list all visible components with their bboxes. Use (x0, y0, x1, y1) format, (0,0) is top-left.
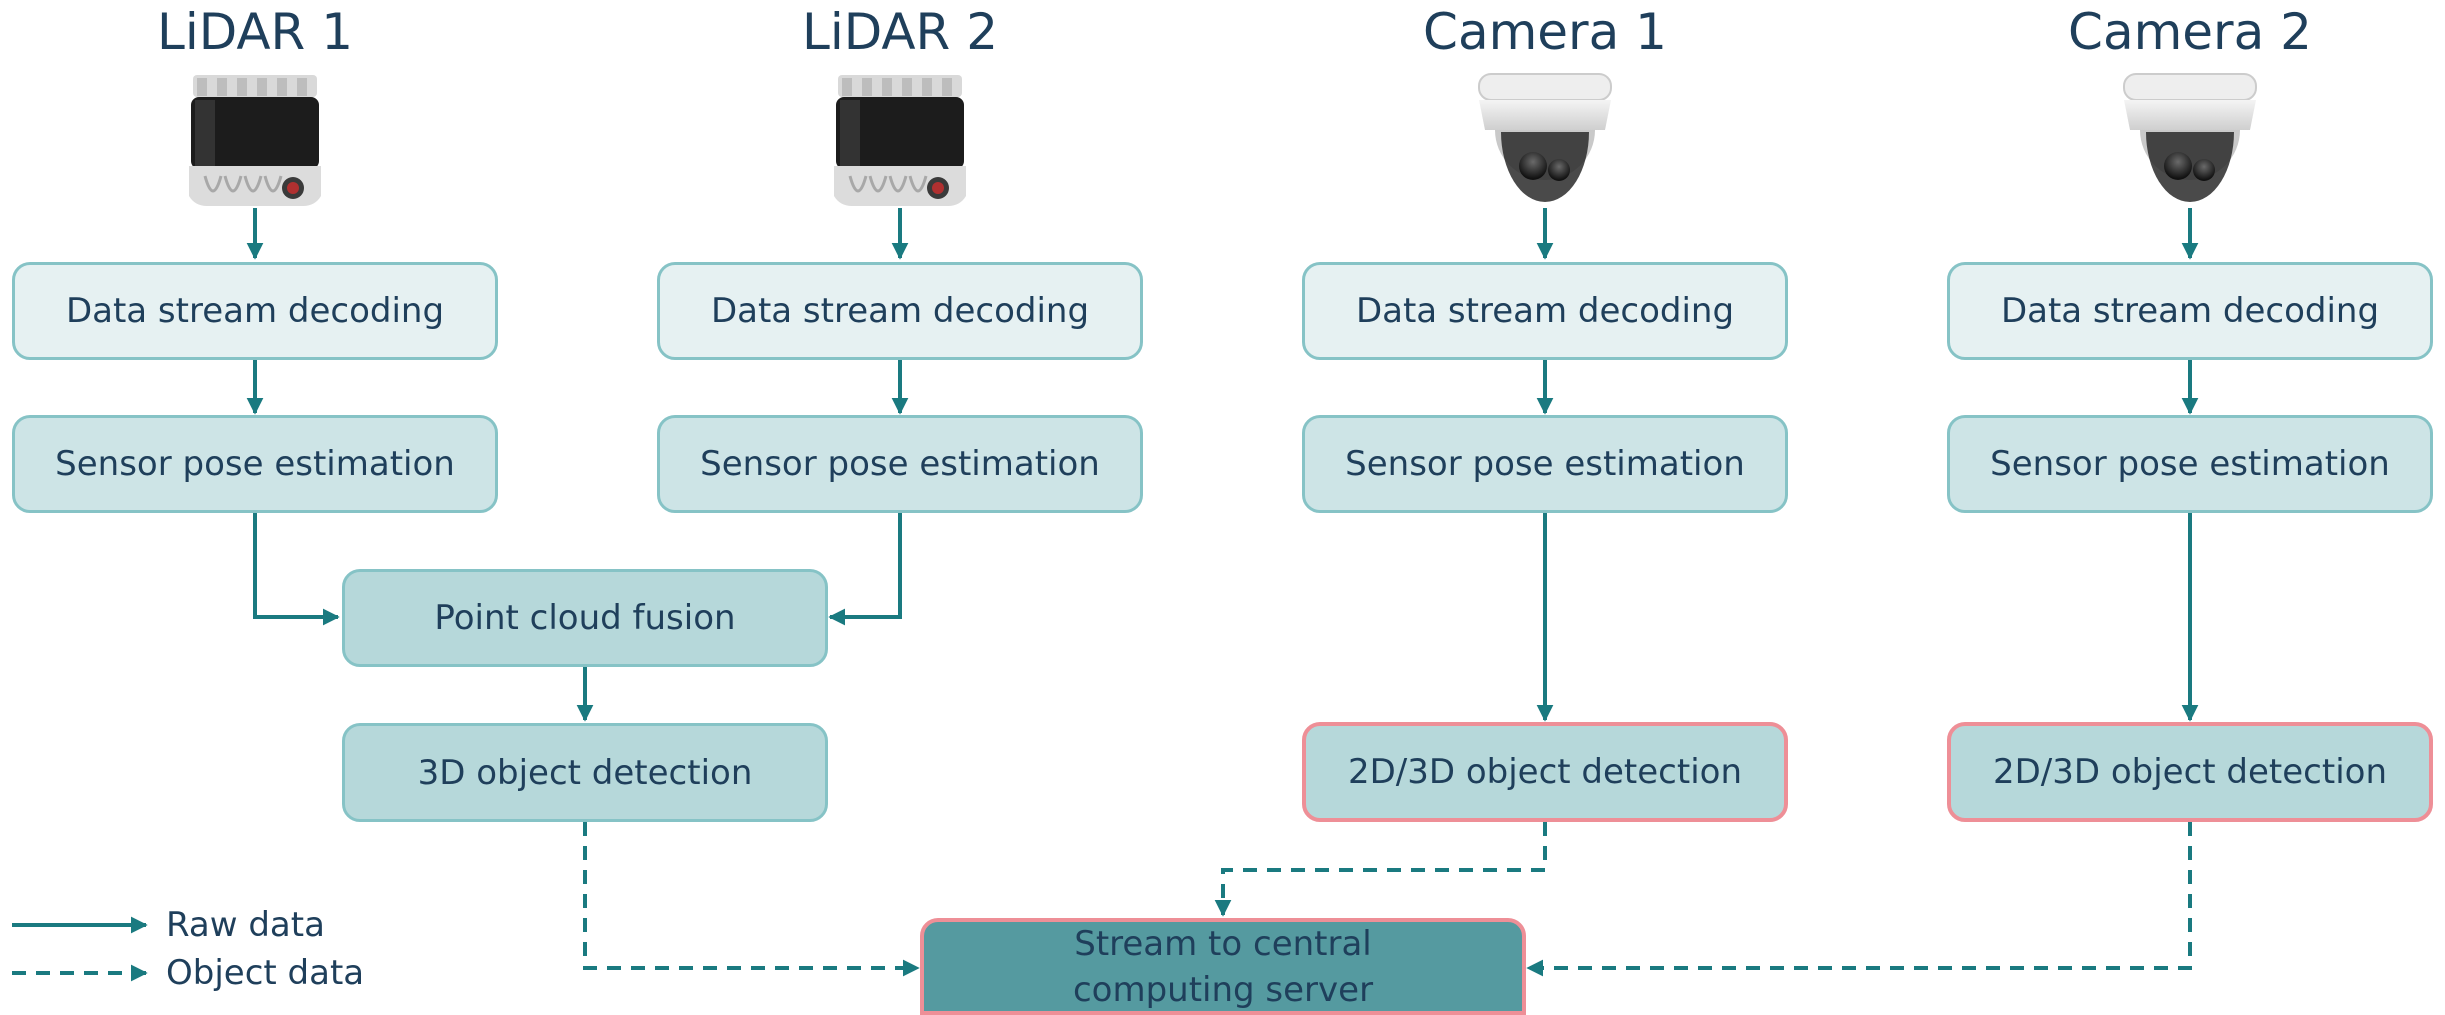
dome-camera-icon (2123, 73, 2257, 202)
decode-box-camera-2: Data stream decoding (1947, 262, 2433, 360)
lidar-2-image (834, 75, 966, 206)
decode-box-lidar-1: Data stream decoding (12, 262, 498, 360)
server-label-line-2: computing server (1072, 969, 1374, 1010)
pose-box-camera-2: Sensor pose estimation (1947, 415, 2433, 513)
lidar-sensor-icon (834, 75, 966, 206)
legend-object-label: Object data (166, 953, 365, 993)
sensor-title-camera-2: Camera 2 (2068, 3, 2312, 61)
pose-box-lidar-2: Sensor pose estimation (657, 415, 1143, 513)
lidar-3d-detection-box: 3D object detection (342, 723, 828, 822)
camera-1-image (1478, 73, 1612, 202)
point-cloud-fusion-box: Point cloud fusion (342, 569, 828, 667)
lidar-1-image (189, 75, 321, 206)
dome-camera-icon (1478, 73, 1612, 202)
camera-2-image (2123, 73, 2257, 202)
pose-box-camera-1: Sensor pose estimation (1302, 415, 1788, 513)
central-server-box: Stream to central computing server (920, 918, 1526, 1015)
dashed-camera1-detection-to-server (1214, 822, 1547, 917)
decode-box-lidar-2: Data stream decoding (657, 262, 1143, 360)
camera-1-detection-box: 2D/3D object detection (1302, 722, 1788, 822)
arrow-pose1-to-fusion (253, 513, 340, 626)
dashed-lidar-detection-to-server (583, 822, 920, 977)
sensor-title-lidar-1: LiDAR 1 (156, 3, 354, 61)
arrow-pose2-to-fusion (828, 513, 902, 626)
sensor-title-camera-1: Camera 1 (1423, 3, 1667, 61)
pose-box-lidar-1: Sensor pose estimation (12, 415, 498, 513)
server-label-line-1: Stream to central (1074, 923, 1372, 964)
dashed-camera2-detection-to-server (1526, 822, 2192, 977)
decode-box-camera-1: Data stream decoding (1302, 262, 1788, 360)
sensor-title-lidar-2: LiDAR 2 (801, 3, 999, 61)
legend-raw-label: Raw data (166, 905, 325, 945)
camera-2-detection-box: 2D/3D object detection (1947, 722, 2433, 822)
lidar-sensor-icon (189, 75, 321, 206)
